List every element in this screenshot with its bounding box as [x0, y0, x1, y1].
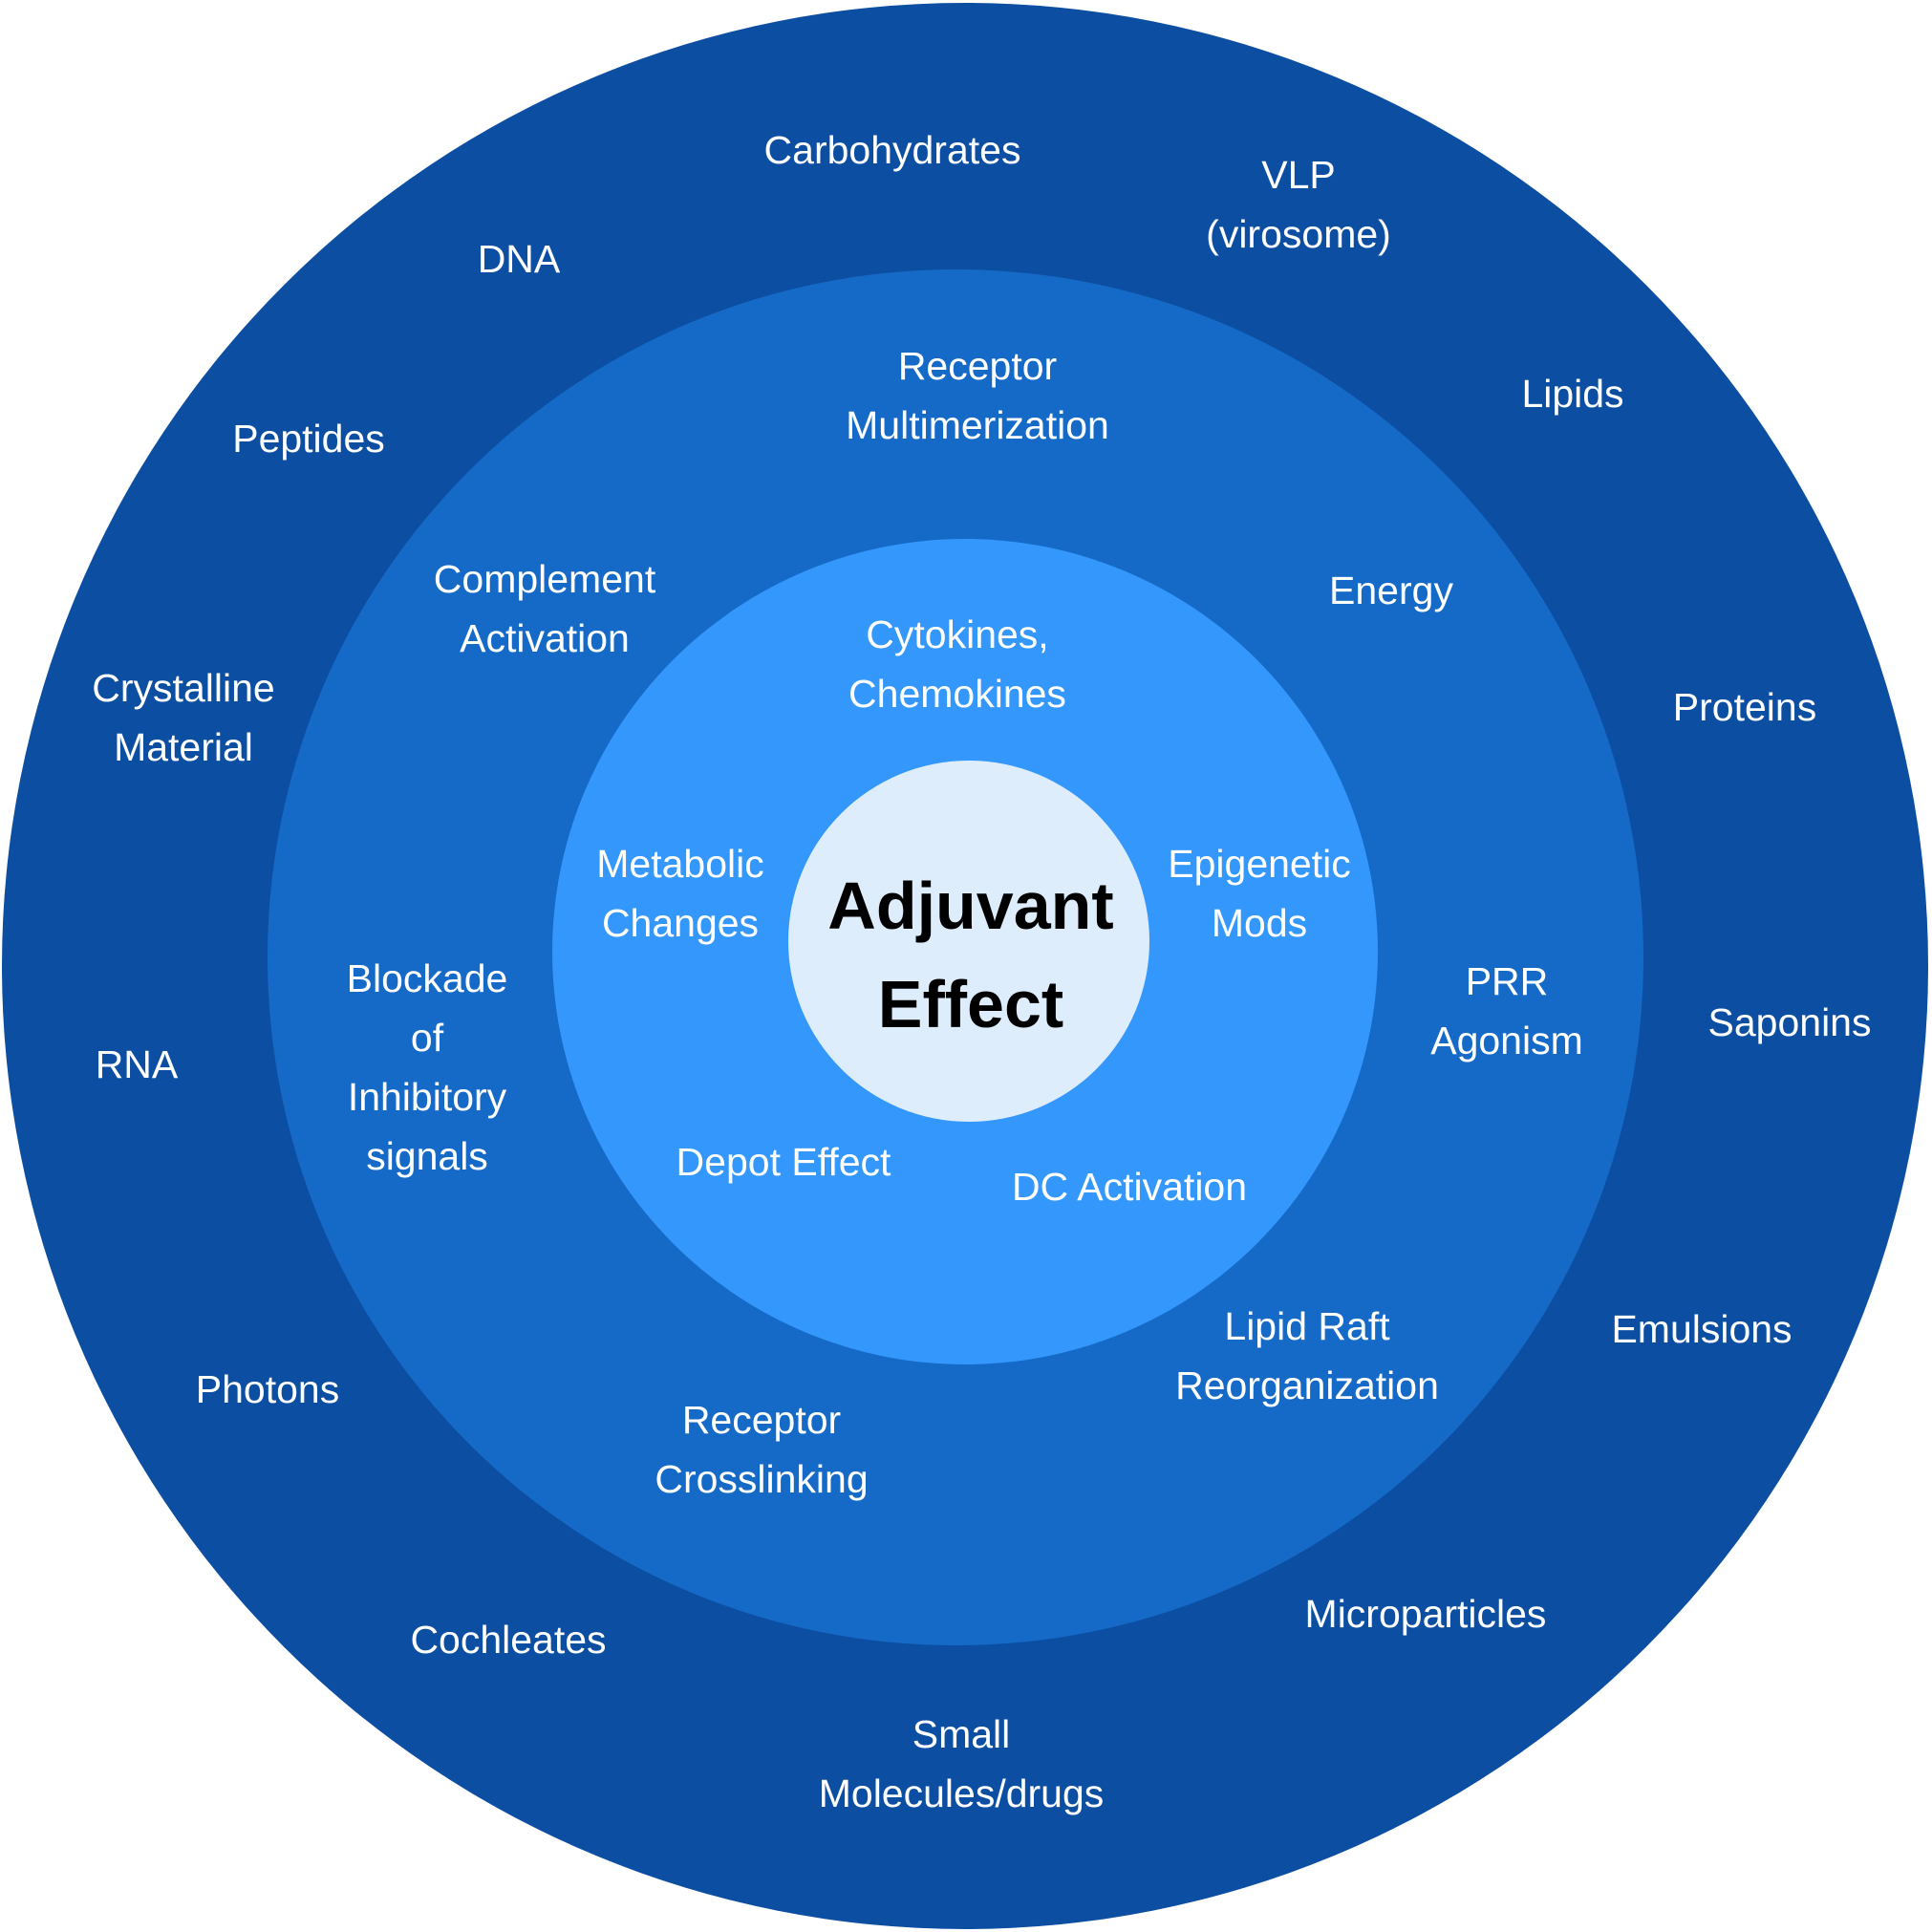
label-rna: RNA [96, 1042, 179, 1086]
label-epigenetic-mods-line-1: Epigenetic [1168, 842, 1350, 886]
label-small-molecules-drugs-line-1: Small [912, 1712, 1011, 1756]
label-carbohydrates: Carbohydrates [764, 128, 1021, 172]
label-epigenetic-mods-line-2: Mods [1212, 901, 1307, 945]
label-prr-agonism: PRR Agonism [1430, 959, 1583, 1063]
label-microparticles-line-1: Microparticles [1305, 1592, 1547, 1636]
label-metabolic-changes-line-1: Metabolic [596, 842, 763, 886]
label-blockade-inhibitory-signals-line-3: Inhibitory [348, 1075, 507, 1119]
label-dna-line-1: DNA [478, 237, 561, 281]
label-lipids: Lipids [1521, 372, 1623, 416]
label-vlp-virosome-line-1: VLP [1261, 153, 1336, 197]
label-cytokines-chemokines-line-1: Cytokines, [866, 612, 1048, 656]
label-lipid-raft-reorganization-line-2: Reorganization [1175, 1363, 1439, 1407]
label-blockade-inhibitory-signals-line-4: signals [366, 1134, 488, 1178]
label-blockade-inhibitory-signals-line-1: Blockade [347, 956, 508, 1000]
label-rna-line-1: RNA [96, 1042, 179, 1086]
label-cytokines-chemokines-line-2: Chemokines [848, 672, 1066, 716]
label-receptor-multimerization-line-1: Receptor [898, 344, 1057, 388]
label-metabolic-changes-line-2: Changes [602, 901, 759, 945]
label-peptides: Peptides [232, 417, 385, 461]
label-energy-line-1: Energy [1329, 569, 1453, 612]
label-receptor-crosslinking-line-1: Receptor [682, 1398, 841, 1442]
label-prr-agonism-line-2: Agonism [1430, 1019, 1583, 1063]
label-receptor-multimerization-line-2: Multimerization [846, 403, 1109, 447]
label-peptides-line-1: Peptides [232, 417, 385, 461]
label-depot-effect-line-1: Depot Effect [676, 1140, 891, 1184]
label-saponins: Saponins [1708, 1000, 1872, 1044]
label-complement-activation-line-2: Activation [460, 616, 630, 660]
label-depot-effect: Depot Effect [676, 1140, 891, 1184]
label-energy: Energy [1329, 569, 1453, 612]
label-proteins: Proteins [1673, 685, 1816, 729]
label-proteins-line-1: Proteins [1673, 685, 1816, 729]
label-vlp-virosome-line-2: (virosome) [1206, 212, 1391, 256]
label-photons: Photons [196, 1367, 339, 1411]
label-cochleates: Cochleates [410, 1618, 606, 1662]
label-receptor-crosslinking-line-2: Crosslinking [655, 1457, 868, 1501]
label-prr-agonism-line-1: PRR [1466, 959, 1549, 1003]
center-title-line1: Adjuvant [827, 869, 1113, 943]
label-photons-line-1: Photons [196, 1367, 339, 1411]
label-lipid-raft-reorganization-line-1: Lipid Raft [1224, 1304, 1390, 1348]
label-dna: DNA [478, 237, 561, 281]
label-crystalline-material-line-2: Material [114, 725, 253, 769]
label-crystalline-material-line-1: Crystalline [92, 666, 274, 710]
label-blockade-inhibitory-signals-line-2: of [411, 1016, 444, 1060]
label-carbohydrates-line-1: Carbohydrates [764, 128, 1021, 172]
label-emulsions-line-1: Emulsions [1611, 1307, 1792, 1351]
label-small-molecules-drugs-line-2: Molecules/drugs [819, 1771, 1105, 1815]
label-complement-activation-line-1: Complement [434, 557, 656, 601]
label-cytokines-chemokines: Cytokines, Chemokines [848, 612, 1066, 716]
center-title-line2: Effect [878, 967, 1063, 1041]
label-emulsions: Emulsions [1611, 1307, 1792, 1351]
label-dc-activation: DC Activation [1012, 1165, 1247, 1209]
label-saponins-line-1: Saponins [1708, 1000, 1872, 1044]
label-vlp-virosome: VLP (virosome) [1206, 153, 1391, 256]
label-dc-activation-line-1: DC Activation [1012, 1165, 1247, 1209]
label-lipids-line-1: Lipids [1521, 372, 1623, 416]
label-microparticles: Microparticles [1305, 1592, 1547, 1636]
label-cochleates-line-1: Cochleates [410, 1618, 606, 1662]
center-circle [788, 761, 1149, 1122]
